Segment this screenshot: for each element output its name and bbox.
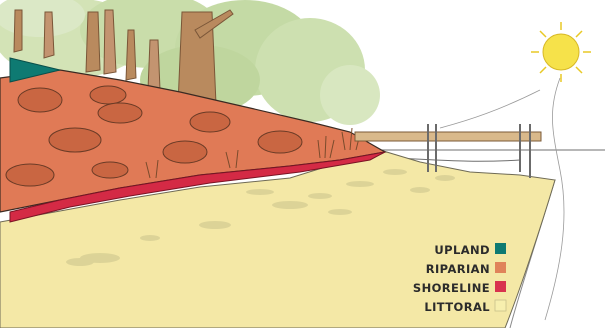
- riparian-swatch-icon: [495, 262, 506, 273]
- legend-label-littoral: LITTORAL: [424, 300, 490, 314]
- littoral-swatch-icon: [495, 300, 506, 311]
- legend-label-shoreline: SHORELINE: [413, 281, 490, 295]
- legend-label-riparian: RIPARIAN: [426, 262, 490, 276]
- upland-swatch-icon: [495, 243, 506, 254]
- legend-label-upland: UPLAND: [434, 243, 490, 257]
- shoreline-swatch-icon: [495, 281, 506, 292]
